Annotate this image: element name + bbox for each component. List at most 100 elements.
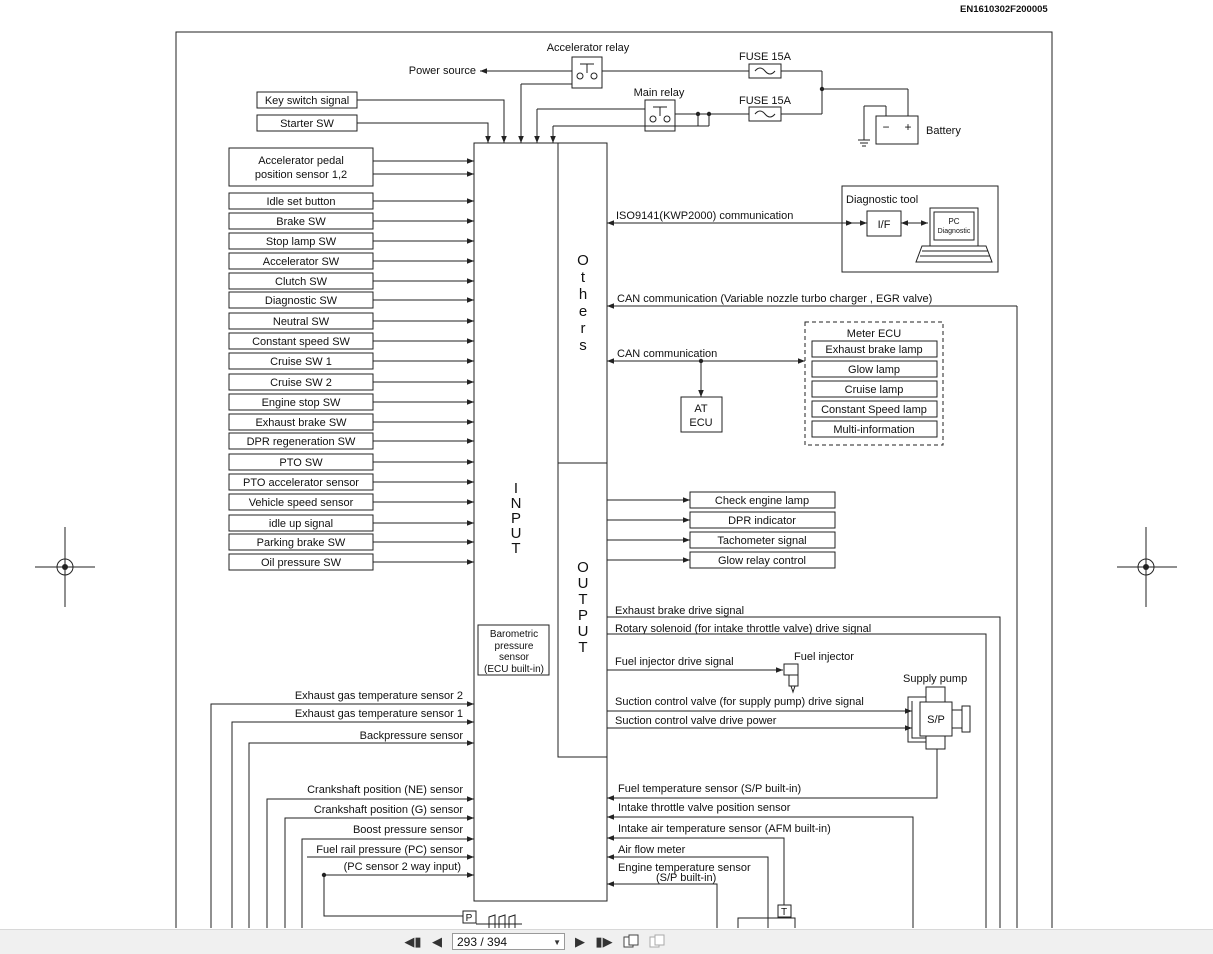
iso-communication-label: ISO9141(KWP2000) communication bbox=[616, 210, 793, 222]
starter-sw-label: Starter SW bbox=[280, 118, 334, 130]
accel-sensor-line-1: Accelerator pedal bbox=[258, 155, 344, 167]
fuse-1-label: FUSE 15A bbox=[739, 51, 792, 63]
accelerator-relay-label: Accelerator relay bbox=[547, 42, 630, 54]
exhaust-brake-drive-label: Exhaust brake drive signal bbox=[615, 605, 744, 617]
fuse-2-label: FUSE 15A bbox=[739, 95, 792, 107]
fuel-injector-icon bbox=[783, 663, 799, 694]
fit-page-icon[interactable] bbox=[622, 934, 640, 950]
switch-input-label: Engine stop SW bbox=[262, 397, 341, 409]
meter-ecu-item bbox=[811, 380, 938, 398]
chevron-down-icon[interactable]: ▼ bbox=[553, 938, 561, 947]
intake-air-temp-label: Intake air temperature sensor (AFM built… bbox=[618, 823, 831, 835]
meter-ecu-item bbox=[811, 360, 938, 378]
page-number-field[interactable]: 293 / 394 ▼ bbox=[452, 933, 565, 950]
fuel-rail-icon bbox=[476, 914, 522, 928]
barometric-sensor-box bbox=[477, 624, 550, 676]
page-navigation-bar: ◀▮ ◀ 293 / 394 ▼ ▶ ▮▶ bbox=[0, 929, 1213, 954]
fuel-rail-label: Fuel rail pressure (PC) sensor bbox=[316, 844, 463, 856]
baro-line-1: Barometric bbox=[490, 629, 538, 640]
ecu-output-block bbox=[557, 462, 608, 758]
next-page-icon[interactable]: ▶ bbox=[575, 934, 585, 949]
meter-ecu-item-label: Constant Speed lamp bbox=[821, 404, 927, 416]
sp-label: S/P bbox=[927, 714, 945, 726]
battery-icon bbox=[875, 115, 919, 145]
switch-input-label: Constant speed SW bbox=[252, 336, 350, 348]
pc-line-1: PC bbox=[948, 217, 959, 226]
switch-input-label: Stop lamp SW bbox=[266, 236, 337, 248]
meter-ecu-item-label: Multi-information bbox=[833, 424, 914, 436]
p-mark: P bbox=[466, 913, 473, 924]
switch-input-label: Idle set button bbox=[266, 196, 335, 208]
switch-input-label: Cruise SW 2 bbox=[270, 377, 332, 389]
t-mark: T bbox=[781, 907, 787, 918]
meter-ecu-box bbox=[804, 321, 944, 446]
switch-input-label: PTO accelerator sensor bbox=[243, 477, 359, 489]
meter-ecu-item-label: Glow lamp bbox=[848, 364, 900, 376]
backpressure-label: Backpressure sensor bbox=[360, 730, 464, 742]
accelerator-pedal-sensor-box bbox=[228, 147, 374, 187]
switch-input-label: Cruise SW 1 bbox=[270, 356, 332, 368]
switch-input-label: Brake SW bbox=[276, 216, 326, 228]
switch-input-label: DPR regeneration SW bbox=[247, 436, 356, 448]
switch-input-label: Vehicle speed sensor bbox=[249, 497, 354, 509]
output-item-label: Check engine lamp bbox=[715, 495, 809, 507]
page-separator: / bbox=[477, 935, 488, 949]
pressure-sensor-p-icon bbox=[462, 910, 477, 924]
registration-mark-left-icon bbox=[35, 527, 95, 607]
output-item-label: DPR indicator bbox=[728, 515, 796, 527]
power-source-label: Power source bbox=[409, 65, 476, 77]
pc-diagnostic-icon: PC Diagnostic bbox=[915, 207, 993, 263]
rotary-solenoid-label: Rotary solenoid (for intake throttle val… bbox=[615, 623, 871, 635]
registration-mark-right-icon bbox=[1117, 527, 1177, 607]
boost-label: Boost pressure sensor bbox=[353, 824, 463, 836]
battery-plus: + bbox=[904, 120, 911, 134]
fit-width-icon[interactable] bbox=[648, 934, 666, 950]
switch-input-label: Diagnostic SW bbox=[265, 295, 338, 307]
diagnostic-tool-title: Diagnostic tool bbox=[846, 194, 918, 206]
engine-temp-sensor-sub: (S/P built-in) bbox=[656, 872, 716, 884]
meter-ecu-item-label: Cruise lamp bbox=[845, 384, 904, 396]
engine-temp-sensor-label: Engine temperature sensor bbox=[618, 862, 751, 874]
baro-line-4: (ECU built-in) bbox=[484, 664, 544, 675]
supply-pump-icon: S/P bbox=[907, 686, 971, 750]
suction-drive-label: Suction control valve (for supply pump) … bbox=[615, 696, 864, 708]
first-page-icon[interactable]: ◀▮ bbox=[404, 934, 422, 949]
at-ecu-line-1: AT bbox=[694, 403, 708, 415]
switch-input-label: Parking brake SW bbox=[257, 537, 346, 549]
switch-input-label: PTO SW bbox=[279, 457, 323, 469]
exhaust-gas-1-label: Exhaust gas temperature sensor 1 bbox=[295, 708, 463, 720]
exhaust-gas-2-label: Exhaust gas temperature sensor 2 bbox=[295, 690, 463, 702]
baro-line-2: pressure bbox=[495, 641, 534, 652]
last-page-icon[interactable]: ▮▶ bbox=[595, 934, 613, 949]
at-ecu-line-2: ECU bbox=[689, 417, 712, 429]
meter-ecu-item-label: Exhaust brake lamp bbox=[825, 344, 922, 356]
pc-line-2: Diagnostic bbox=[938, 228, 971, 235]
switch-input-label: Accelerator SW bbox=[263, 256, 340, 268]
supply-pump-label: Supply pump bbox=[903, 673, 967, 685]
current-page: 293 bbox=[457, 935, 478, 949]
ecu-wiring-diagram: Accelerator relay Power source FUSE 15A … bbox=[35, 31, 1177, 928]
switch-input-label: Neutral SW bbox=[273, 316, 330, 328]
key-switch-signal-label: Key switch signal bbox=[265, 95, 349, 107]
switch-input-label: Exhaust brake SW bbox=[255, 417, 347, 429]
pc-2way-label: (PC sensor 2 way input) bbox=[344, 861, 461, 873]
meter-ecu-title: Meter ECU bbox=[847, 328, 901, 340]
temp-sensor-t-icon bbox=[777, 904, 792, 918]
switch-input-label: Clutch SW bbox=[275, 276, 328, 288]
previous-page-icon[interactable]: ◀ bbox=[432, 934, 442, 949]
interface-label: I/F bbox=[878, 219, 891, 231]
battery-label: Battery bbox=[926, 125, 961, 137]
meter-ecu-item bbox=[811, 400, 938, 418]
switch-input-label: Oil pressure SW bbox=[261, 557, 342, 569]
baro-line-3: sensor bbox=[499, 652, 530, 663]
ecu-others-block bbox=[557, 142, 608, 464]
page-frame bbox=[175, 31, 1053, 928]
suction-power-label: Suction control valve drive power bbox=[615, 715, 777, 727]
